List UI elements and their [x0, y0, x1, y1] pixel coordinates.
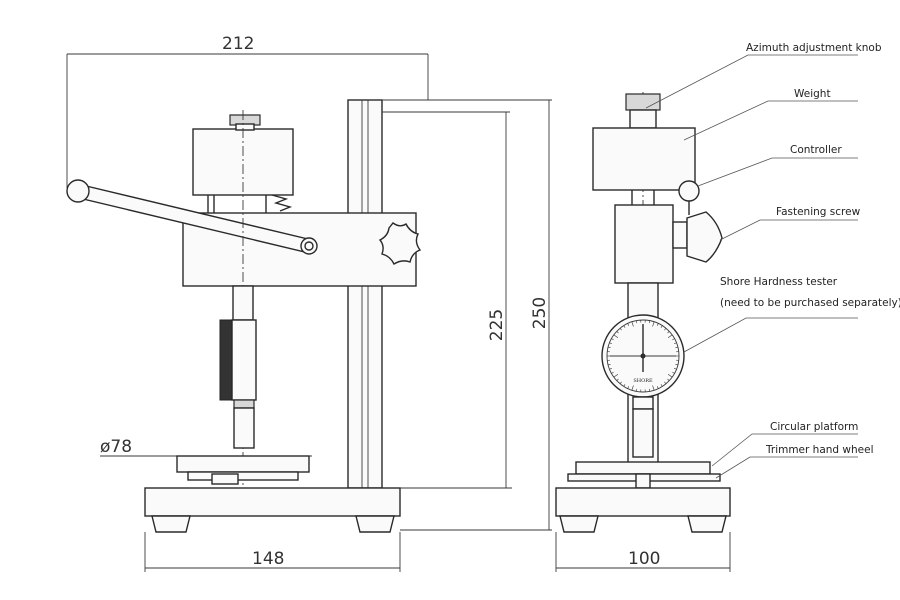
dial-tick: [660, 325, 663, 328]
dial-tick: [611, 371, 614, 374]
dim-250: 250: [530, 297, 550, 329]
dial-tick: [652, 385, 655, 391]
dial-tick: [613, 373, 619, 378]
dial-tick: [667, 334, 673, 339]
front-star-knob: [378, 222, 422, 266]
dial-brand-label: SHORE: [633, 378, 653, 384]
dial-tick: [608, 346, 611, 348]
dial-tick: [627, 386, 630, 389]
dial-tick: [660, 384, 663, 387]
dial-tick: [664, 381, 667, 384]
front-column: [347, 99, 383, 489]
label-trimmer-hand-wheel: Trimmer hand wheel: [765, 444, 874, 456]
dim-100: 100: [628, 549, 660, 569]
dial-tick: [623, 384, 626, 387]
dial-tick: [674, 342, 677, 344]
label-shore-line2: (need to be purchased separately): [720, 297, 900, 309]
side-fastening-screw: [686, 211, 723, 263]
label-weight: Weight: [794, 88, 831, 100]
dial-tick: [613, 334, 619, 339]
label-circular-platform: Circular platform: [770, 421, 858, 433]
dial-tick: [631, 385, 634, 391]
side-head-block: [614, 204, 674, 284]
dial-tick: [674, 368, 677, 370]
dial-tick: [664, 328, 667, 331]
dim-225: 225: [487, 309, 507, 341]
front-lever-ball: [66, 179, 90, 203]
dial-tick: [619, 328, 622, 331]
dim-148: 148: [252, 549, 284, 569]
label-fastening-screw: Fastening screw: [776, 206, 861, 218]
dial-tick: [652, 321, 655, 327]
side-view: SHORE 100 Azimuth adjustment knob Weight…: [555, 42, 900, 572]
dial-tick: [616, 378, 619, 381]
front-view: 212 225 250: [66, 34, 552, 572]
dim-212: 212: [222, 34, 254, 54]
dial-tick: [667, 373, 673, 378]
front-gauge: [231, 319, 257, 401]
label-controller: Controller: [790, 144, 842, 156]
dial-tick: [675, 346, 678, 348]
dial-tick: [667, 331, 670, 334]
front-base: [144, 487, 401, 517]
dial-tick: [675, 364, 678, 366]
dial-tick: [656, 386, 659, 389]
dial-tick: [672, 371, 675, 374]
dial-tick: [619, 381, 622, 384]
label-shore-line1: Shore Hardness tester: [720, 276, 838, 288]
side-weight: [592, 127, 696, 191]
side-controller: [678, 180, 700, 202]
dial-tick: [631, 321, 634, 327]
dial-tick: [623, 325, 626, 328]
dial-tick: [667, 378, 670, 381]
side-azimuth-knob: [625, 93, 661, 111]
label-azimuth: Azimuth adjustment knob: [746, 42, 882, 54]
dial-tick: [656, 323, 659, 326]
front-platform: [176, 455, 310, 473]
dial-tick: [609, 342, 612, 344]
dial-tick: [616, 331, 619, 334]
dial-ticks: [607, 320, 679, 392]
side-platform: [575, 461, 711, 475]
dial-tick: [608, 364, 611, 366]
side-base: [555, 487, 731, 517]
dim-phi78: ø78: [100, 437, 132, 457]
dial-tick: [609, 368, 612, 370]
dial-tick: [611, 338, 614, 341]
dial-tick: [672, 338, 675, 341]
dial-tick: [627, 323, 630, 326]
